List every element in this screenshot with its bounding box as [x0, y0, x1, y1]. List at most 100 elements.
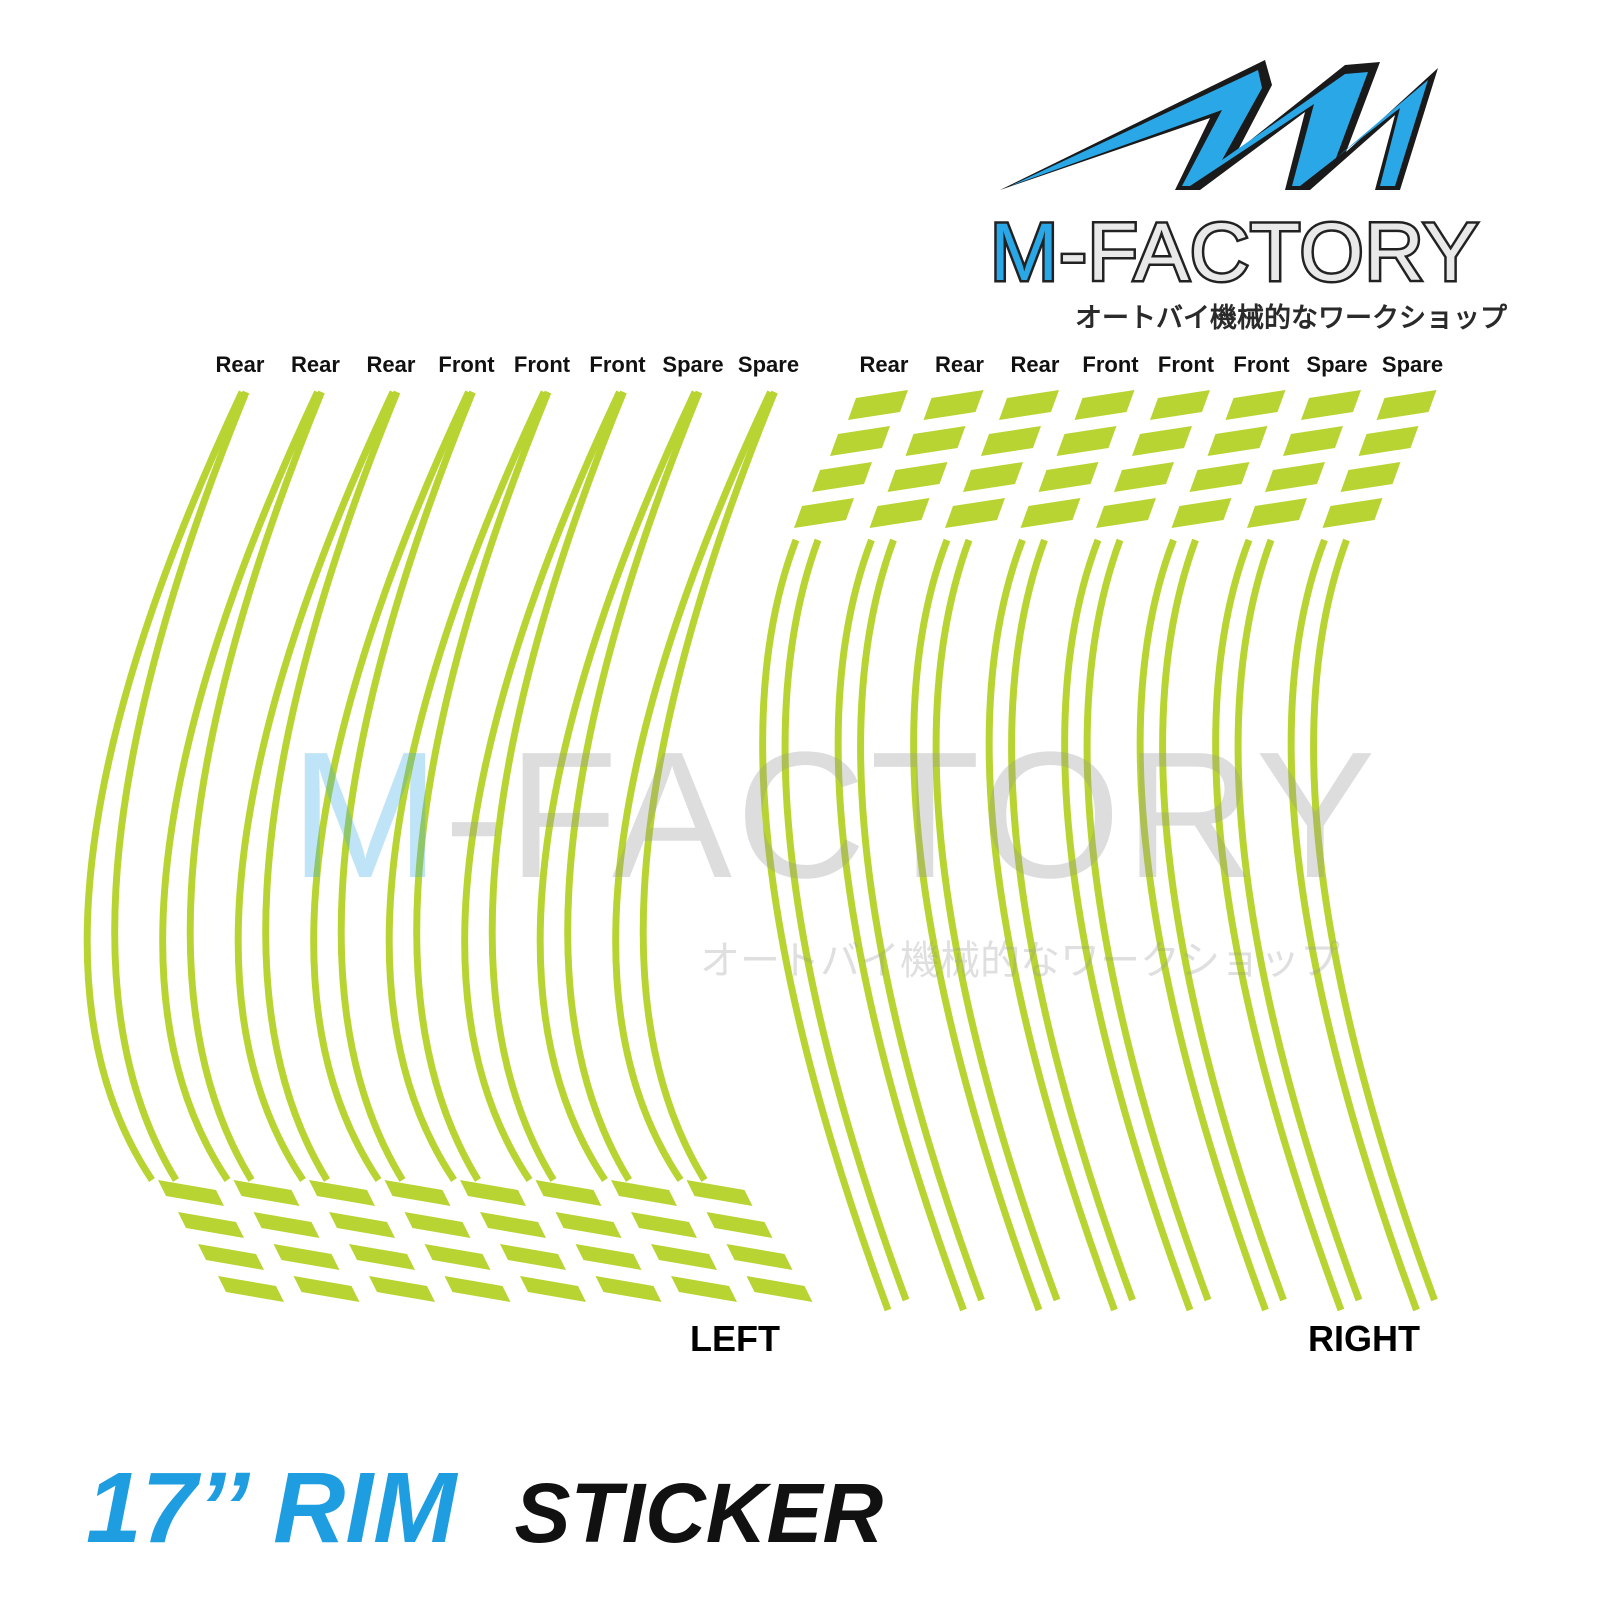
- right-chevron-7-4: [1247, 498, 1307, 528]
- right-chevron-3-3: [963, 462, 1023, 492]
- right-chevron-5-3: [1114, 462, 1174, 492]
- right-stripe-inner-2: [857, 538, 985, 1302]
- left-stripe-inner-3: [262, 390, 401, 1182]
- left-chevron-7-2: [631, 1212, 697, 1238]
- right-chevron-8-2: [1358, 426, 1419, 456]
- left-chevron-5-1: [460, 1180, 526, 1206]
- left-side-label: LEFT: [690, 1318, 780, 1359]
- right-side-label: RIGHT: [1308, 1318, 1420, 1359]
- left-chevron-4-4: [444, 1276, 511, 1302]
- right-chevron-4-1: [1074, 390, 1135, 420]
- left-chevron-1-4: [218, 1276, 284, 1302]
- right-chevron-2-3: [887, 462, 948, 492]
- left-stripe-inner-6: [488, 390, 627, 1182]
- left-chevron-3-2: [329, 1212, 395, 1238]
- watermark-tagline: オートバイ機械的なワークショップ: [700, 939, 1340, 983]
- right-chevron-4-4: [1020, 498, 1081, 528]
- right-chevron-8-4: [1322, 498, 1383, 528]
- right-stripe-outer-6: [1136, 538, 1269, 1312]
- left-stripe-outer-7: [536, 390, 699, 1182]
- left-label-1: Rear: [215, 352, 265, 377]
- left-chevron-4-3: [424, 1244, 491, 1270]
- sticker-text: STICKER: [514, 1466, 884, 1560]
- left-chevron-2-4: [293, 1276, 360, 1302]
- right-stripe-outer-5: [1061, 538, 1194, 1312]
- left-stripe-outer-5: [385, 390, 548, 1182]
- left-chevron-2-1: [233, 1180, 300, 1206]
- left-stripe-inner-8: [639, 390, 778, 1182]
- right-stripe-outer-2: [834, 538, 967, 1312]
- right-chevron-5-4: [1096, 498, 1156, 528]
- left-stripe-inner-1: [111, 390, 250, 1182]
- left-chevron-4-1: [384, 1180, 451, 1206]
- left-label-5: Front: [513, 352, 571, 377]
- left-chevron-1-2: [178, 1212, 244, 1238]
- left-label-3: Rear: [366, 352, 416, 377]
- right-stripe-outer-1: [759, 538, 892, 1312]
- left-chevron-2-2: [253, 1212, 320, 1238]
- left-chevron-6-3: [575, 1244, 642, 1270]
- left-stripe-inner-5: [413, 390, 552, 1182]
- left-stripe-inner-7: [564, 390, 703, 1182]
- left-label-8: Spare: [737, 352, 800, 377]
- right-stripe-outer-7: [1212, 538, 1345, 1312]
- left-chevron-8-3: [726, 1244, 793, 1270]
- right-chevron-4-2: [1056, 426, 1117, 456]
- watermark-m: M: [290, 715, 444, 916]
- right-label-1: Rear: [859, 352, 909, 377]
- right-stripe-inner-7: [1234, 538, 1363, 1302]
- left-label-7: Spare: [662, 352, 724, 377]
- brand-name-m: M: [987, 207, 1060, 298]
- right-stripe-outer-4: [985, 538, 1118, 1312]
- right-chevron-7-1: [1301, 390, 1361, 420]
- left-chevron-7-1: [611, 1180, 677, 1206]
- right-chevron-4-3: [1038, 462, 1099, 492]
- left-chevron-3-4: [369, 1276, 435, 1302]
- left-chevron-3-1: [309, 1180, 375, 1206]
- right-label-8: Spare: [1381, 352, 1444, 377]
- left-chevron-1-1: [158, 1180, 224, 1206]
- right-chevron-1-2: [830, 426, 890, 456]
- left-label-4: Front: [438, 352, 495, 377]
- left-chevron-8-2: [706, 1212, 773, 1238]
- right-chevron-1-1: [848, 390, 908, 420]
- left-label-6: Front: [589, 352, 646, 377]
- left-chevron-3-3: [349, 1244, 415, 1270]
- left-chevron-6-4: [595, 1276, 662, 1302]
- right-chevron-2-2: [905, 426, 966, 456]
- left-chevron-5-4: [520, 1276, 586, 1302]
- right-stripe-inner-3: [932, 538, 1061, 1302]
- left-label-2: Rear: [291, 352, 340, 377]
- brand-name: M-FACTORY: [987, 209, 1480, 296]
- left-chevron-5-3: [500, 1244, 566, 1270]
- right-chevron-2-4: [869, 498, 930, 528]
- left-chevron-5-2: [480, 1212, 546, 1238]
- right-chevron-8-3: [1340, 462, 1401, 492]
- left-stripe-inner-4: [337, 390, 476, 1182]
- right-chevron-7-3: [1265, 462, 1325, 492]
- logo-mark-icon: [1000, 60, 1438, 190]
- right-chevron-8-1: [1376, 390, 1437, 420]
- right-chevron-6-4: [1171, 498, 1232, 528]
- right-chevron-6-2: [1207, 426, 1268, 456]
- right-stripe-outer-3: [910, 538, 1043, 1312]
- right-chevron-3-4: [945, 498, 1005, 528]
- stripes-left-group: [83, 390, 813, 1302]
- left-stripe-outer-4: [310, 390, 472, 1182]
- right-chevron-5-1: [1150, 390, 1210, 420]
- right-chevron-3-1: [999, 390, 1059, 420]
- right-chevron-6-1: [1225, 390, 1286, 420]
- right-chevron-3-2: [981, 426, 1041, 456]
- left-stripe-inner-2: [186, 390, 325, 1182]
- right-chevron-2-1: [923, 390, 984, 420]
- right-chevron-7-2: [1283, 426, 1343, 456]
- left-chevron-7-3: [651, 1244, 717, 1270]
- right-stripe-inner-4: [1008, 538, 1136, 1302]
- left-chevron-8-4: [746, 1276, 813, 1302]
- right-label-5: Front: [1157, 352, 1215, 377]
- left-stripe-outer-8: [612, 390, 774, 1182]
- right-label-6: Front: [1233, 352, 1290, 377]
- left-stripe-outer-2: [159, 390, 321, 1182]
- left-chevron-1-3: [198, 1244, 264, 1270]
